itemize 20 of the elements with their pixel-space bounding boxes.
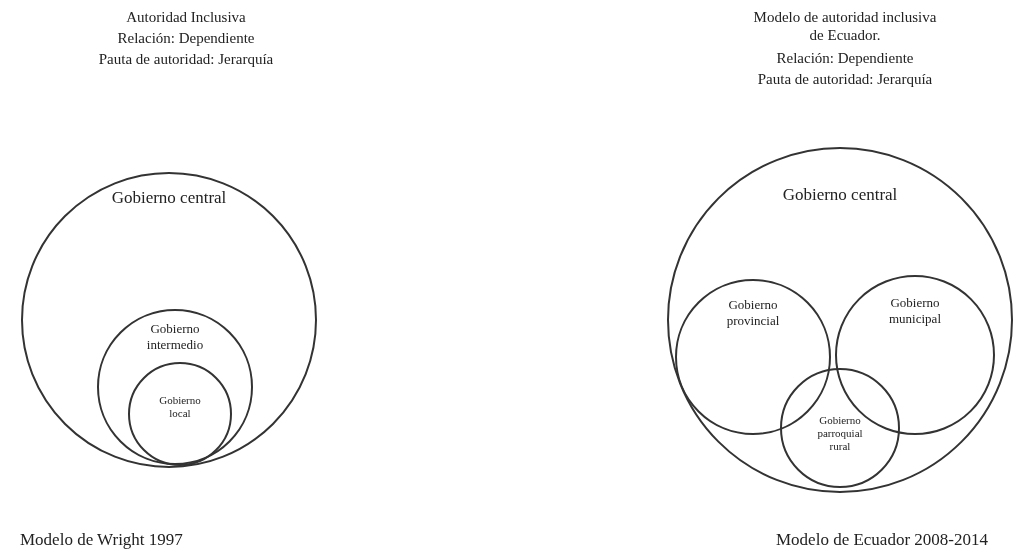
caption-text: Relación: Dependiente — [116, 29, 256, 47]
circle-label: Gobierno central — [781, 185, 899, 206]
caption-text: Relación: Dependiente — [775, 49, 915, 67]
circle-label: Gobierno municipal — [888, 295, 942, 327]
circle — [21, 172, 317, 468]
caption-text: Pauta de autoridad: Jerarquía — [97, 50, 275, 68]
circle-label: Gobierno intermedio — [145, 321, 205, 353]
caption-text: Modelo de autoridad inclusiva de Ecuador. — [752, 8, 938, 44]
caption-text: Autoridad Inclusiva — [125, 8, 247, 26]
circle — [780, 368, 900, 488]
circle-label: Gobierno parroquial rural — [816, 414, 864, 454]
circle — [128, 362, 232, 466]
circle — [97, 309, 253, 465]
circle — [667, 147, 1013, 493]
circle-label: Gobierno central — [110, 188, 228, 209]
circle-label: Gobierno provincial — [725, 297, 781, 329]
caption-text: Pauta de autoridad: Jerarquía — [756, 70, 934, 88]
caption-text: Modelo de Ecuador 2008-2014 — [776, 530, 989, 551]
caption-text: Modelo de Wright 1997 — [20, 530, 184, 551]
circle-label: Gobierno local — [158, 394, 202, 421]
